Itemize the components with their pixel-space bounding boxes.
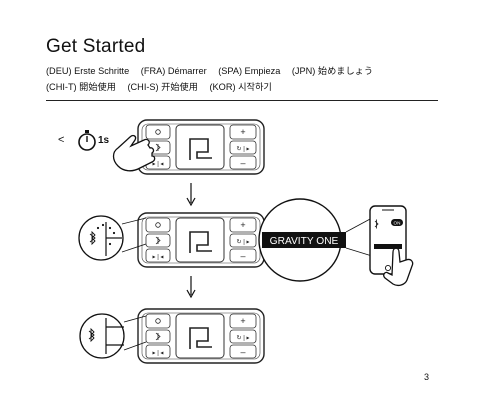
- phone-zoom: GRAVITY ONE: [259, 199, 346, 281]
- press-hold-prefix: <: [58, 134, 64, 146]
- press-hold-duration: 1s: [98, 135, 109, 146]
- stopwatch-icon: [79, 130, 95, 150]
- bluetooth-pairing-zoom: [79, 216, 123, 260]
- phone-toggle-label: ON: [394, 221, 401, 226]
- page-number: 3: [424, 372, 429, 382]
- arrow-down-icon-2: [187, 276, 195, 297]
- device-name-label: GRAVITY ONE: [270, 236, 339, 247]
- remote-device-step1: [138, 120, 264, 174]
- remote-device-step3: [138, 309, 264, 363]
- arrow-down-icon: [187, 183, 195, 205]
- bluetooth-connected-zoom: [80, 314, 124, 358]
- remote-device-step2: [138, 213, 264, 267]
